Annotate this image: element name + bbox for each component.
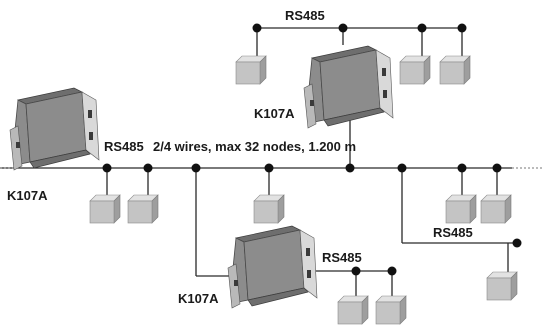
junction-dot — [417, 23, 427, 33]
slave-node-box — [127, 194, 159, 224]
slave-node-box — [337, 295, 369, 325]
junction-dot — [457, 163, 467, 173]
bottom-network — [312, 270, 395, 300]
k107a-left-label: K107A — [7, 188, 48, 203]
junction-dot — [457, 23, 467, 33]
slave-node-box — [235, 55, 267, 85]
rs485-bottom-label: RS485 — [322, 250, 362, 265]
rs485-main-label: RS485 — [104, 139, 144, 154]
junction-dot — [102, 163, 112, 173]
junction-dot — [191, 163, 201, 173]
junction-dot — [338, 23, 348, 33]
main-bus-drops — [106, 110, 517, 277]
junction-dots — [102, 23, 522, 276]
slave-node-box — [439, 55, 471, 85]
slave-node-box — [253, 194, 285, 224]
junction-dot — [252, 23, 262, 33]
k107a-module-bottom — [227, 225, 318, 309]
junction-dot — [512, 238, 522, 248]
junction-dot — [351, 266, 361, 276]
junction-dot — [387, 266, 397, 276]
junction-dot — [345, 163, 355, 173]
k107a-bottom-label: K107A — [178, 291, 219, 306]
junction-dot — [143, 163, 153, 173]
k107a-module-top — [303, 45, 394, 129]
slave-node-box — [89, 194, 121, 224]
slave-node-box — [445, 194, 477, 224]
junction-dot — [264, 163, 274, 173]
slave-node-box — [480, 194, 512, 224]
k107a-module-left — [9, 87, 100, 171]
k107a-top-label: K107A — [254, 106, 295, 121]
slave-node-box — [399, 55, 431, 85]
rs485-right-label: RS485 — [433, 225, 473, 240]
bus-spec-label: 2/4 wires, max 32 nodes, 1.200 m — [153, 139, 356, 154]
junction-dot — [397, 163, 407, 173]
slave-node-box — [486, 271, 518, 301]
junction-dot — [492, 163, 502, 173]
slave-node-box — [375, 295, 407, 325]
rs485-top-label: RS485 — [285, 8, 325, 23]
